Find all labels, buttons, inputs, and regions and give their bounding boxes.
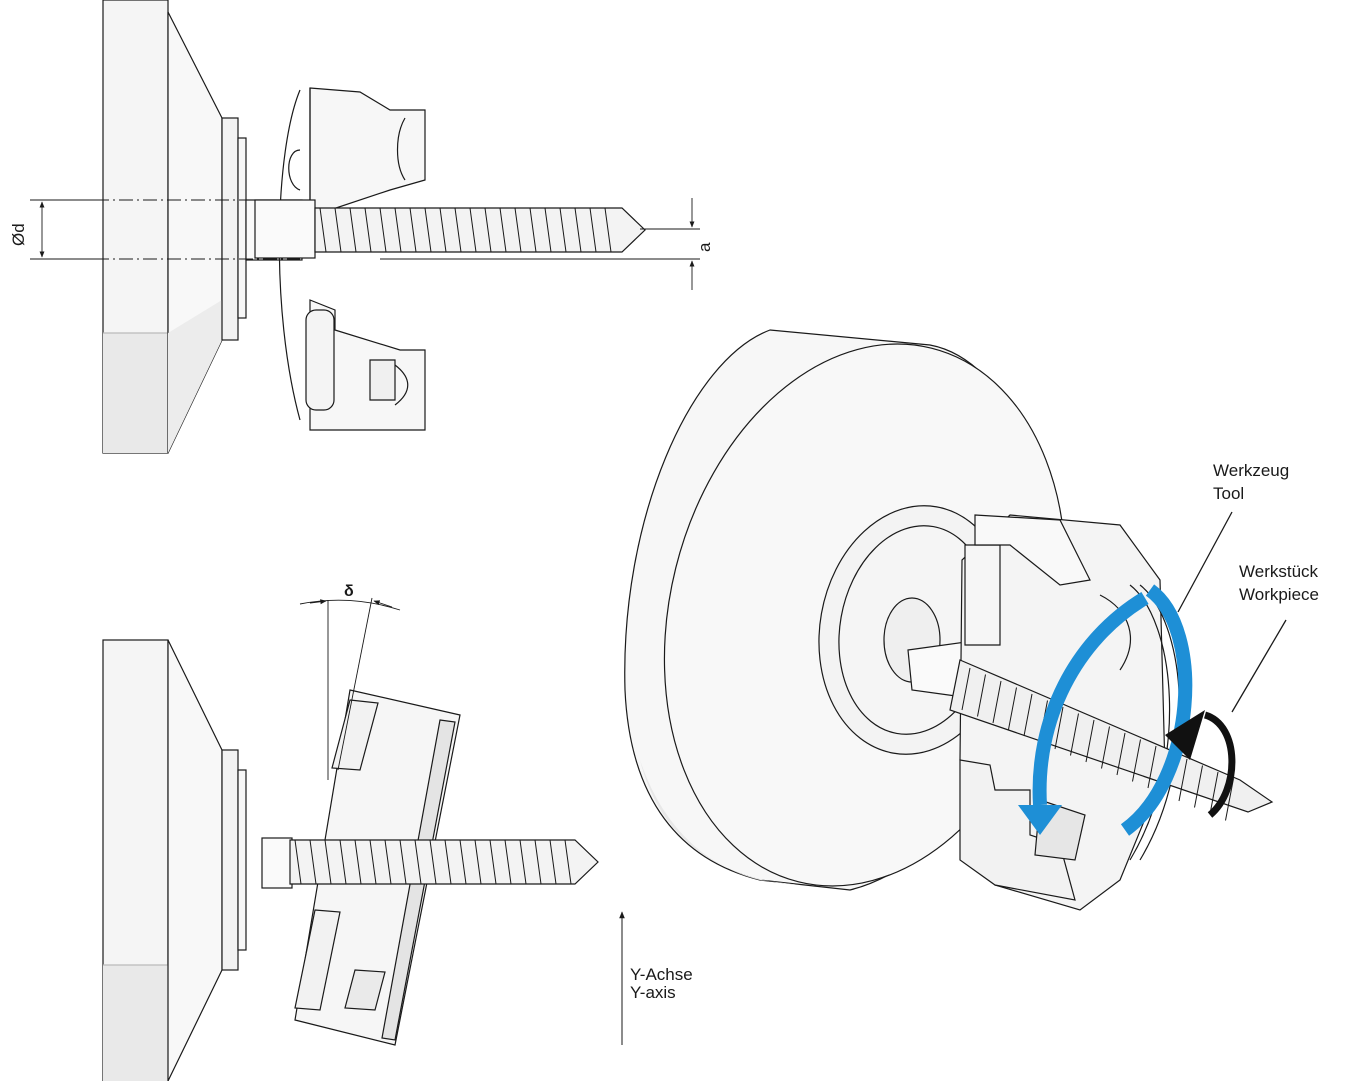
tool-label-de: Werkzeug <box>1213 461 1289 480</box>
tilted-screw <box>261 837 599 889</box>
tilted-view <box>102 597 625 1081</box>
top-view <box>30 0 700 454</box>
angle-label: δ <box>344 583 354 600</box>
isometric-view <box>624 329 1287 911</box>
axis-label-de: Y-Achse <box>630 965 693 984</box>
offset-label: a <box>695 242 714 252</box>
axis-label-en: Y-axis <box>630 983 676 1002</box>
top-screw <box>254 199 646 259</box>
workpiece-label-en: Workpiece <box>1239 585 1319 604</box>
diameter-label: Ød <box>9 223 28 246</box>
workpiece-rotation-arrow <box>1165 710 1236 818</box>
iso-screw <box>949 659 1274 821</box>
workpiece-label-de: Werkstück <box>1239 562 1319 581</box>
tool-label-en: Tool <box>1213 484 1244 503</box>
tool-rotation-arrow <box>1018 584 1193 836</box>
tilted-workpiece-body <box>102 639 247 1081</box>
